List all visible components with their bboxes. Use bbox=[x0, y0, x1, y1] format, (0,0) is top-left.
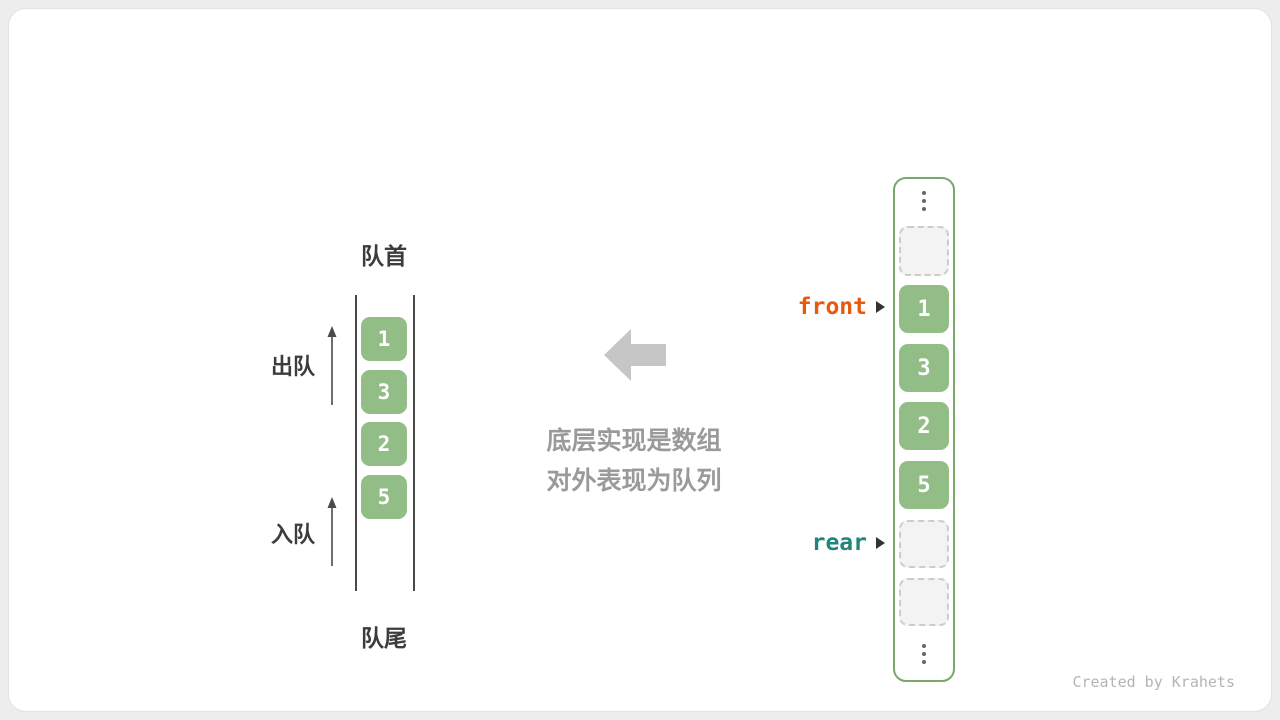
front-pointer-label: front bbox=[797, 294, 867, 320]
queue-item-value: 3 bbox=[377, 380, 391, 404]
dequeue-label: 出队 bbox=[271, 355, 316, 380]
credit-text: Created by Krahets bbox=[1072, 673, 1235, 691]
queue-channel-left-line bbox=[355, 295, 357, 591]
queue-item: 5 bbox=[361, 475, 407, 519]
left-block-arrow-icon bbox=[604, 329, 666, 381]
queue-tail-label: 队尾 bbox=[361, 626, 407, 652]
array-cell: 5 bbox=[899, 461, 949, 509]
array-container: 1 3 2 5 bbox=[893, 177, 955, 682]
array-cell-empty bbox=[899, 520, 949, 568]
ellipsis-icon bbox=[895, 191, 953, 211]
queue-item: 3 bbox=[361, 370, 407, 414]
array-cell-value: 1 bbox=[917, 296, 931, 322]
array-cell: 3 bbox=[899, 344, 949, 392]
caption-line-1: 底层实现是数组 bbox=[546, 426, 722, 455]
array-cell-value: 5 bbox=[917, 472, 931, 498]
caption-line-2: 对外表现为队列 bbox=[546, 466, 722, 495]
queue-item-value: 5 bbox=[377, 485, 391, 509]
array-cell: 1 bbox=[899, 285, 949, 333]
diagram-card: 队首 队尾 1 3 2 5 出队 入队 底层实现是数组 对外表 bbox=[8, 8, 1272, 712]
rear-pointer: rear bbox=[737, 526, 885, 560]
enqueue-label: 入队 bbox=[271, 523, 316, 548]
array-cell-value: 3 bbox=[917, 355, 931, 381]
queue-front-label: 队首 bbox=[361, 244, 407, 270]
queue-channel-right-line bbox=[413, 295, 415, 591]
arrowhead-icon bbox=[876, 301, 885, 313]
queue-item: 1 bbox=[361, 317, 407, 361]
arrowhead-icon bbox=[876, 537, 885, 549]
array-cell-empty bbox=[899, 226, 949, 276]
dequeue-arrow-icon bbox=[327, 326, 337, 405]
queue-item-value: 2 bbox=[377, 432, 391, 456]
front-pointer: front bbox=[737, 290, 885, 324]
array-cell-value: 2 bbox=[917, 413, 931, 439]
rear-pointer-label: rear bbox=[811, 530, 867, 556]
ellipsis-icon bbox=[895, 644, 953, 664]
array-cell: 2 bbox=[899, 402, 949, 450]
enqueue-arrow-icon bbox=[327, 497, 337, 566]
queue-item-value: 1 bbox=[377, 327, 391, 351]
array-cell-empty bbox=[899, 578, 949, 626]
queue-item: 2 bbox=[361, 422, 407, 466]
